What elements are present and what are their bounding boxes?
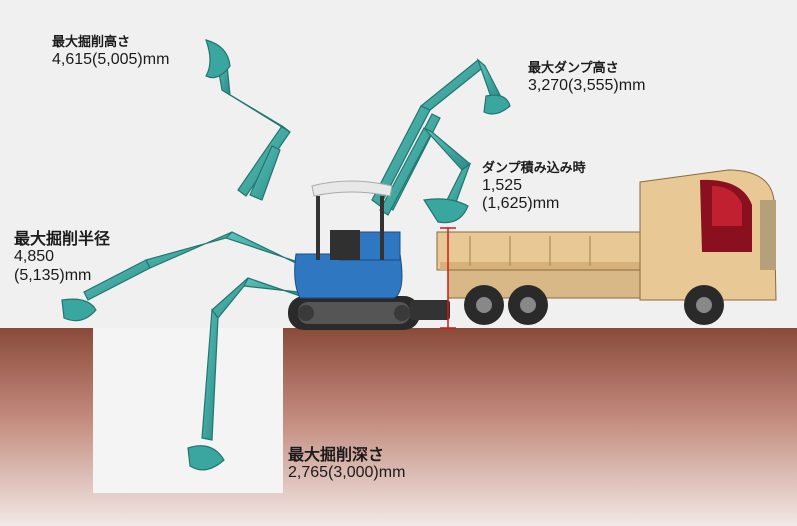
label-max-dig-radius: 最大掘削半径 4,850 (5,135)mm <box>14 229 111 285</box>
label-title: ダンプ積み込み時 <box>482 161 586 176</box>
label-title: 最大掘削深さ <box>288 445 385 464</box>
dump-height-measure <box>440 227 456 329</box>
arm-dump-loading <box>379 127 472 224</box>
dig-pit <box>93 328 283 493</box>
label-title: 最大ダンプ高さ <box>528 61 619 76</box>
label-max-dump-height: 最大ダンプ高さ 3,270(3,555)mm <box>528 61 646 95</box>
label-dump-loading: ダンプ積み込み時 1,525 (1,625)mm <box>482 161 586 214</box>
label-value: 3,270(3,555)mm <box>528 76 646 94</box>
label-max-dig-depth: 最大掘削深さ 2,765(3,000)mm <box>288 445 406 483</box>
label-value: 1,525 <box>482 176 523 194</box>
dump-truck <box>436 169 777 325</box>
label-value-sub: (1,625)mm <box>482 195 560 213</box>
label-value: 4,615(5,005)mm <box>52 50 170 68</box>
label-max-dig-height: 最大掘削高さ 4,615(5,005)mm <box>52 35 170 69</box>
excavator-body <box>288 180 450 330</box>
arm-max-dig-depth <box>187 277 307 471</box>
arm-max-dig-height <box>205 39 291 201</box>
arm-max-dig-radius <box>61 231 307 322</box>
label-value-sub: (5,135)mm <box>14 266 92 284</box>
label-title: 最大掘削高さ <box>52 35 131 50</box>
ground <box>0 328 797 526</box>
label-value: 4,850 <box>14 248 55 266</box>
label-title: 最大掘削半径 <box>14 229 111 248</box>
label-value: 2,765(3,000)mm <box>288 464 406 482</box>
